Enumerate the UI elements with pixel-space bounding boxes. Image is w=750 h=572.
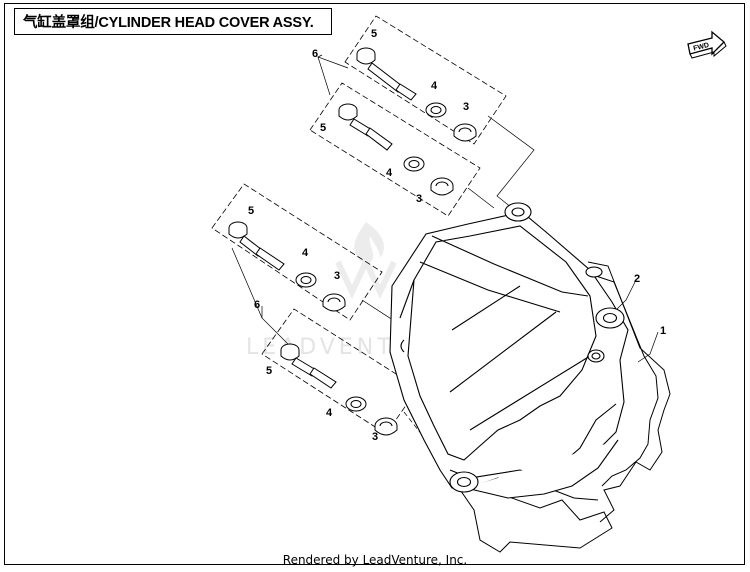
callout-1: 1 bbox=[660, 325, 666, 337]
callout-4: 4 bbox=[386, 167, 393, 179]
callout-2: 2 bbox=[634, 273, 640, 285]
credit-text: Rendered by LeadVenture, Inc. bbox=[282, 553, 468, 567]
callout-3: 3 bbox=[372, 431, 378, 443]
bolt-icon bbox=[338, 103, 393, 151]
washer-icon bbox=[403, 156, 425, 172]
fwd-label: FWD bbox=[693, 42, 710, 53]
seal-icon bbox=[374, 417, 398, 436]
seal-icon bbox=[322, 293, 346, 312]
callout-4: 4 bbox=[302, 247, 309, 259]
title-box: 气缸盖罩组/CYLINDER HEAD COVER ASSY. bbox=[14, 8, 332, 35]
fwd-arrow-icon: FWD bbox=[687, 30, 727, 59]
diagram-title: 气缸盖罩组/CYLINDER HEAD COVER ASSY. bbox=[23, 15, 314, 31]
bolt-icon bbox=[228, 221, 285, 271]
leader-lines bbox=[231, 54, 659, 469]
callout-3: 3 bbox=[334, 270, 340, 282]
callout-5: 5 bbox=[248, 205, 254, 217]
callout-5: 5 bbox=[266, 365, 272, 377]
callout-6: 6 bbox=[254, 299, 260, 311]
washer-icon bbox=[425, 102, 447, 118]
callout-5: 5 bbox=[320, 122, 326, 134]
seal-icon bbox=[453, 123, 477, 142]
seal-icon bbox=[430, 177, 454, 196]
callout-3: 3 bbox=[463, 101, 469, 113]
callout-3: 3 bbox=[416, 193, 422, 205]
washer-icon bbox=[295, 272, 317, 288]
callout-4: 4 bbox=[326, 407, 333, 419]
fastener-sets bbox=[228, 47, 477, 436]
callout-4: 4 bbox=[431, 80, 438, 92]
callout-5: 5 bbox=[371, 28, 377, 40]
bolt-icon bbox=[356, 47, 417, 101]
callout-6: 6 bbox=[312, 48, 318, 60]
cylinder-head-cover bbox=[389, 202, 629, 499]
diagram-frame bbox=[4, 3, 745, 565]
washer-icon bbox=[345, 396, 367, 412]
callout-labels: 1 2 3 3 3 3 4 4 4 4 5 5 5 5 6 6 bbox=[248, 28, 666, 443]
bolt-icon bbox=[280, 343, 337, 389]
